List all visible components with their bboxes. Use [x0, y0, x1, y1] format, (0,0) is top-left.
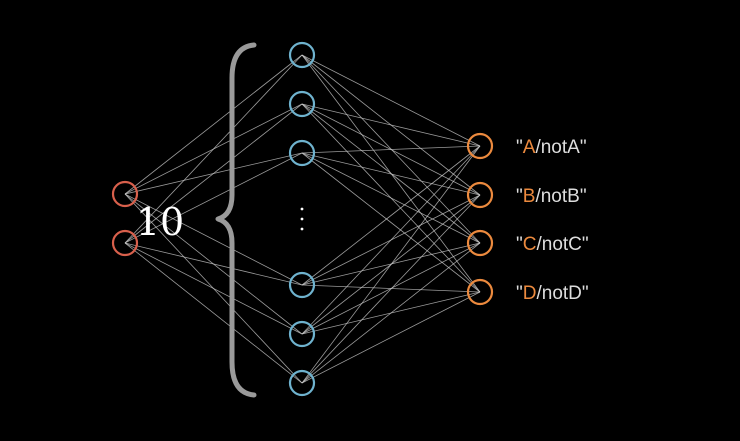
neurons — [111, 41, 494, 397]
output-labels: "A/notA""B/notB""C/notC""D/notD" — [516, 137, 589, 304]
edge-hidden-4-output-1 — [301, 145, 481, 286]
edge-hidden-5-output-1 — [301, 145, 481, 335]
output-neuron-3 — [466, 229, 494, 257]
edge-hidden-1-output-1 — [301, 54, 481, 147]
quote-close: " — [580, 186, 587, 207]
hidden-neuron-5 — [288, 320, 316, 348]
quote-close: " — [582, 234, 589, 255]
edge-hidden-3-output-1 — [301, 145, 481, 154]
edge-hidden-6-output-1 — [301, 145, 481, 384]
edge-hidden-3-output-4 — [301, 152, 481, 293]
edge-input-1-hidden-1 — [124, 54, 303, 195]
quote-open: " — [516, 234, 523, 255]
edge-hidden-6-output-3 — [301, 242, 481, 384]
output-letter: D — [523, 283, 537, 304]
edge-hidden-2-output-1 — [301, 103, 481, 147]
edge-input-2-hidden-5 — [124, 242, 303, 335]
output-rest: /notD — [536, 283, 581, 304]
ellipsis-dot-3 — [300, 227, 304, 231]
output-label-a: "A/notA" — [516, 137, 587, 158]
edge-hidden-6-output-2 — [301, 194, 481, 384]
quote-close: " — [580, 137, 587, 158]
output-label-b: "B/notB" — [516, 186, 587, 207]
edge-input-2-hidden-2 — [124, 103, 303, 244]
output-rest: /notB — [535, 186, 579, 207]
edge-input-2-hidden-1 — [124, 54, 303, 244]
quote-close: " — [582, 283, 589, 304]
hidden-neuron-4 — [288, 271, 316, 299]
output-label-d: "D/notD" — [516, 283, 589, 304]
hidden-neuron-2 — [288, 90, 316, 118]
output-letter: C — [523, 234, 537, 255]
ellipsis-dot-1 — [300, 207, 304, 211]
quote-open: " — [516, 283, 523, 304]
edge-input-1-hidden-4 — [124, 193, 303, 286]
edge-input-2-hidden-6 — [124, 242, 303, 384]
edge-input-2-hidden-4 — [124, 242, 303, 286]
edge-hidden-3-output-2 — [301, 152, 481, 196]
quote-open: " — [516, 137, 523, 158]
output-neuron-1 — [466, 132, 494, 160]
output-neuron-2 — [466, 181, 494, 209]
hidden-layer-brace — [215, 42, 257, 398]
output-letter: B — [523, 186, 536, 207]
input-neuron-1 — [111, 180, 139, 208]
output-neuron-4 — [466, 278, 494, 306]
hidden-neuron-6 — [288, 369, 316, 397]
edge-hidden-6-output-4 — [301, 291, 481, 384]
edge-input-2-hidden-3 — [124, 152, 303, 244]
output-letter: A — [523, 137, 536, 158]
ellipsis-dot-2 — [300, 217, 304, 221]
connections — [124, 54, 481, 384]
edge-hidden-1-output-3 — [301, 54, 481, 244]
input-neuron-2 — [111, 229, 139, 257]
hidden-count-label: 10 — [136, 200, 184, 244]
output-rest: /notC — [536, 234, 581, 255]
edge-hidden-3-output-3 — [301, 152, 481, 244]
hidden-neuron-1 — [288, 41, 316, 69]
hidden-ellipsis — [300, 207, 304, 231]
output-rest: /notA — [535, 137, 580, 158]
output-label-c: "C/notC" — [516, 234, 589, 255]
quote-open: " — [516, 186, 523, 207]
hidden-neuron-3 — [288, 139, 316, 167]
edge-hidden-2-output-3 — [301, 103, 481, 244]
